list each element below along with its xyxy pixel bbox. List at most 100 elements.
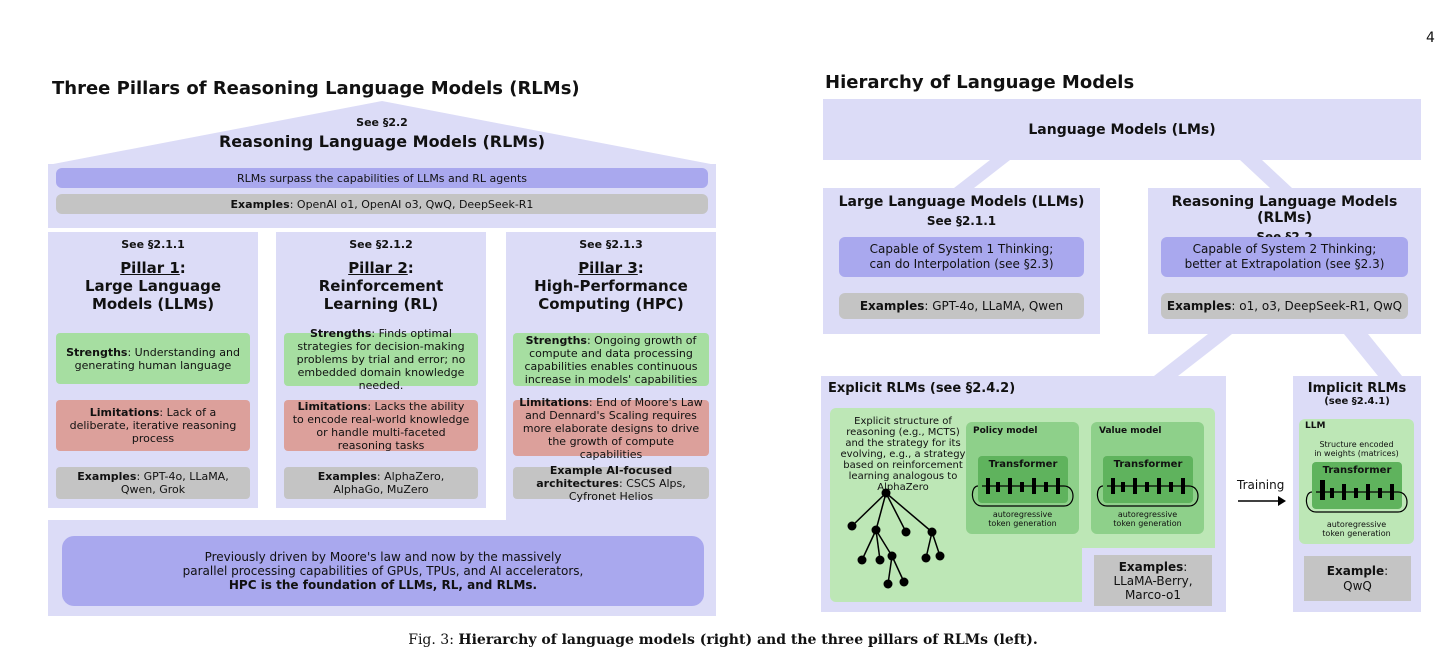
pillar-3-examples-text: : CSCS Alps, Cyfronet Helios (568, 476, 686, 503)
pillar-3-name-2: Computing (HPC) (538, 295, 684, 313)
implicit-example: Example: QwQ (1304, 556, 1411, 601)
pillar-3-limitations-text: : End of Moore's Law and Dennard's Scali… (522, 395, 703, 461)
pillar-2-examples-label: Examples (317, 470, 377, 483)
pillar-2-strengths-text: : Finds optimal strategies for decision-… (296, 327, 466, 392)
implicit-token-loop (1305, 480, 1408, 513)
pillar-3-colon: : (637, 259, 644, 277)
caption-bold: Hierarchy of language models (right) and… (458, 632, 1038, 648)
policy-auto-text: autoregressive token generation (966, 510, 1079, 528)
rlm-examples: Examples: o1, o3, DeepSeek-R1, QwQ (1161, 293, 1408, 319)
policy-token-loop (971, 478, 1074, 507)
pillar-3-header: See §2.1.3 Pillar 3: High-Performance Co… (506, 238, 716, 313)
llm-cap-2: can do Interpolation (see §2.3) (869, 257, 1054, 271)
pillar-1-colon: : (179, 259, 186, 277)
pillar-3-strengths-label: Strengths (525, 333, 587, 347)
pillar-3-limitations-label: Limitations (519, 395, 589, 409)
value-model-label: Value model (1099, 426, 1162, 436)
pillar-1-header: See §2.1.1 Pillar 1: Large Language Mode… (48, 238, 258, 313)
pillar-1-strengths-label: Strengths (66, 345, 128, 359)
value-transformer-label: Transformer (1113, 459, 1183, 470)
pillar-1-name-1: Large Language (84, 277, 222, 295)
caption-prefix: Fig. 3: (408, 632, 459, 648)
llm-examples-text: : GPT-4o, LLaMA, Qwen (924, 299, 1064, 313)
foundation-box: Previously driven by Moore's law and now… (62, 536, 704, 606)
pillar-2-limitations: Limitations: Lacks the ability to encode… (284, 399, 478, 452)
roof-surpass-text: RLMs surpass the capabilities of LLMs an… (236, 171, 527, 185)
value-auto-2: token generation (1113, 519, 1182, 528)
pillar-1-examples-label: Examples (77, 470, 137, 483)
pillar-2-strengths-label: Strengths (310, 327, 372, 340)
pillar-2-name-2: Learning (RL) (323, 295, 439, 313)
value-auto-1: autoregressive (1117, 510, 1178, 519)
roof-examples-text: : OpenAI o1, OpenAI o3, QwQ, DeepSeek-R1 (289, 197, 534, 211)
roof-examples-label: Examples (230, 197, 290, 211)
rlm-examples-label: Examples (1166, 299, 1232, 313)
implicit-llm-label: LLM (1305, 421, 1326, 431)
foundation-line-3: HPC is the foundation of LLMs, RL, and R… (228, 578, 538, 592)
rlm-title: Reasoning Language Models (RLMs) (1171, 194, 1398, 226)
pillar-2-name-1: Reinforcement (318, 277, 444, 295)
implicit-auto-text: autoregressive token generation (1299, 520, 1414, 538)
pillar-2-limitations-label: Limitations (297, 399, 368, 413)
roof-surpass: RLMs surpass the capabilities of LLMs an… (56, 168, 708, 188)
explicit-desc-3: and the strategy for its (845, 438, 961, 449)
pillar-2-limitations-text: : Lacks the ability to encode real-world… (292, 399, 470, 452)
pillar-1-examples: Examples: GPT-4o, LLaMA, Qwen, Grok (56, 467, 250, 499)
pillar-3-see: See §2.1.3 (579, 238, 643, 251)
llm-title: Large Language Models (LLMs) (838, 194, 1085, 210)
implicit-structure: Structure encoded in weights (matrices) (1299, 440, 1414, 458)
explicit-desc-1: Explicit structure of (854, 416, 952, 427)
mcts-tree-icon (847, 488, 945, 589)
explicit-desc-2: reasoning (e.g., MCTS) (846, 427, 960, 438)
pillar-1-see: See §2.1.1 (121, 238, 185, 251)
implicit-example-colon: : (1384, 563, 1389, 578)
roof-see: See §2.2 (356, 116, 408, 129)
pillar-1-limitations: Limitations: Lack of a deliberate, itera… (56, 400, 250, 451)
policy-auto-1: autoregressive (992, 510, 1053, 519)
pillar-3-label: Pillar 3 (578, 259, 638, 277)
foundation-line-2: parallel processing capabilities of GPUs… (182, 564, 584, 578)
llm-examples-label: Examples (859, 299, 925, 313)
roof-title: Reasoning Language Models (RLMs) (218, 132, 546, 151)
roof-examples: Examples: OpenAI o1, OpenAI o3, QwQ, Dee… (56, 194, 708, 214)
pillar-3-name-1: High-Performance (534, 277, 688, 295)
explicit-examples-line-1: LLaMA-Berry, (1113, 573, 1193, 588)
roof-shape (48, 101, 716, 165)
llm-capability: Capable of System 1 Thinking; can do Int… (839, 237, 1084, 277)
pillar-3-strengths: Strengths: Ongoing growth of compute and… (513, 333, 709, 386)
pillar-1-examples-text: : GPT-4o, LLaMA, Qwen, Grok (120, 470, 229, 496)
value-transformer: Transformer (1103, 456, 1193, 503)
policy-model-label: Policy model (973, 426, 1038, 436)
explicit-desc-6: learning analogous to (848, 471, 958, 482)
pillar-1-strengths-text: : Understanding and generating human lan… (74, 345, 240, 372)
pillar-2-title: Pillar 2: Reinforcement Learning (RL) (319, 259, 444, 313)
explicit-examples-colon: : (1183, 559, 1188, 574)
pillar-2-strengths: Strengths: Finds optimal strategies for … (284, 327, 478, 392)
explicit-desc-4: evolving, e.g., a strategy (840, 449, 966, 460)
pillar-1-title: Pillar 1: Large Language Models (LLMs) (85, 259, 221, 313)
lms-box: Language Models (LMs) (823, 99, 1421, 160)
hierarchy-heading: Hierarchy of Language Models (825, 72, 1135, 93)
pillars-heading: Three Pillars of Reasoning Language Mode… (52, 78, 580, 99)
implicit-structure-2: in weights (matrices) (1314, 449, 1399, 458)
llm-cap-1: Capable of System 1 Thinking; (869, 242, 1054, 256)
implicit-transformer-label: Transformer (1322, 465, 1392, 476)
implicit-title: Implicit RLMs (1307, 381, 1407, 396)
pillar-3-examples-label: Example AI-focused architectures (536, 463, 673, 490)
pillar-1-strengths: Strengths: Understanding and generating … (56, 333, 250, 384)
implicit-transformer: Transformer (1312, 462, 1402, 509)
policy-transformer: Transformer (978, 456, 1068, 503)
pillar-3-strengths-text: : Ongoing growth of compute and data pro… (524, 333, 698, 386)
roof-header: See §2.2 Reasoning Language Models (RLMs… (200, 116, 564, 151)
page-number: 4 (1426, 30, 1435, 46)
implicit-auto-2: token generation (1322, 529, 1391, 538)
rlm-capability: Capable of System 2 Thinking; better at … (1161, 237, 1408, 277)
implicit-header: Implicit RLMs (see §2.4.1) (1293, 381, 1421, 407)
implicit-example-label: Example (1326, 563, 1385, 578)
pillar-2-see: See §2.1.2 (349, 238, 413, 251)
implicit-see: (see §2.4.1) (1324, 396, 1390, 407)
implicit-example-text: QwQ (1343, 578, 1372, 593)
policy-transformer-label: Transformer (988, 459, 1058, 470)
explicit-desc-5: based on reinforcement (843, 460, 963, 471)
rlm-cap-1: Capable of System 2 Thinking; (1192, 242, 1377, 256)
